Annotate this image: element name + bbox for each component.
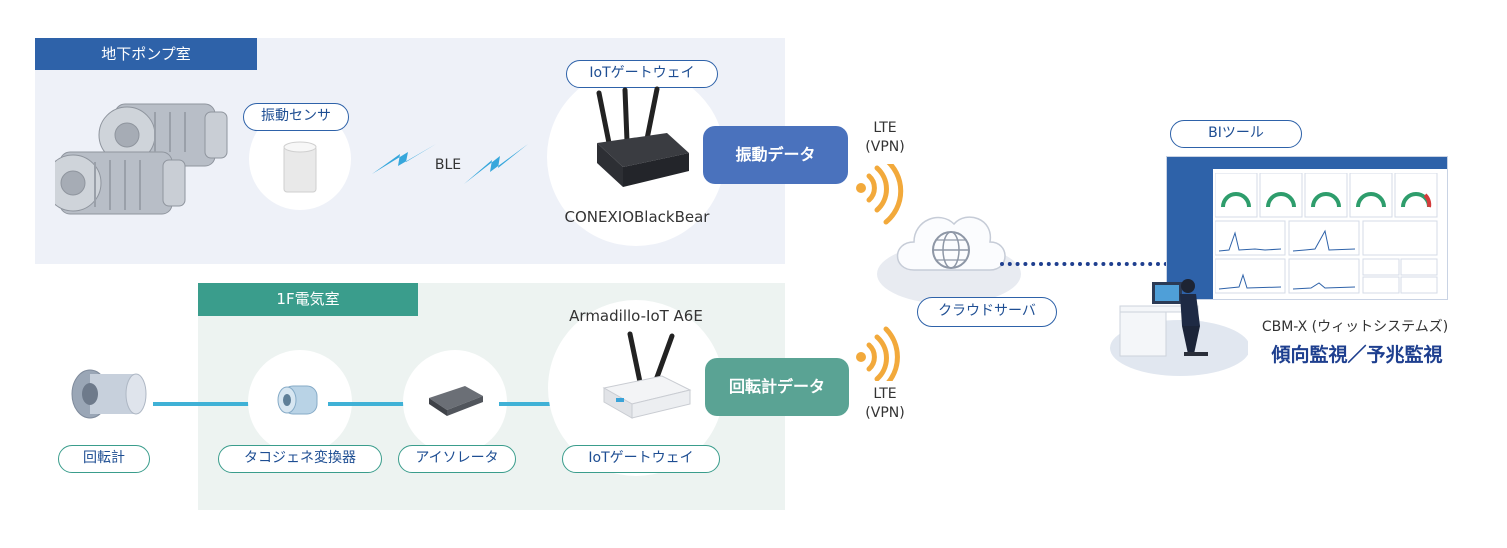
isolator-icon xyxy=(425,382,487,418)
dashboard-sidebar xyxy=(1167,157,1213,299)
bi-tool-label: BIツール xyxy=(1170,120,1302,148)
lte-top-vpn-label: (VPN) xyxy=(865,139,905,155)
tachometer-label: 回転計 xyxy=(58,445,150,473)
electrical-room-title: 1F電気室 xyxy=(198,283,418,316)
dashboard-topbar xyxy=(1213,157,1447,169)
cloud-server-icon xyxy=(874,192,1024,312)
armadillo-label: Armadillo-IoT A6E xyxy=(569,307,703,325)
trend-monitoring-label: 傾向監視／予兆監視 xyxy=(1271,344,1443,366)
signal-icon-top xyxy=(852,164,910,230)
tacho-converter-icon xyxy=(275,378,325,422)
dotted-link xyxy=(1000,262,1168,266)
flow-arrow-1 xyxy=(153,402,251,406)
lte-bottom-label: LTE xyxy=(873,386,897,402)
basement-pump-room-title: 地下ポンプ室 xyxy=(35,38,257,70)
ble-label: BLE xyxy=(434,157,462,173)
dashboard-gauges xyxy=(1215,173,1447,297)
motor-illustration xyxy=(55,92,235,232)
flow-arrow-3 xyxy=(499,402,577,406)
operator-illustration xyxy=(1098,264,1248,380)
flow-arrow-2 xyxy=(328,402,406,406)
router-icon xyxy=(585,85,695,195)
lte-bottom-vpn-label: (VPN) xyxy=(865,405,905,421)
tacho-converter-label: タコジェネ変換器 xyxy=(218,445,382,473)
cbm-x-label: CBM-X (ウィットシステムズ) xyxy=(1261,319,1449,335)
iot-gateway-bottom-label: IoTゲートウェイ xyxy=(562,445,720,473)
vibration-sensor-icon xyxy=(282,140,318,196)
iot-gateway-top-label: IoTゲートウェイ xyxy=(566,60,718,88)
lte-top-label: LTE xyxy=(873,120,897,136)
ble-wave-icon-right xyxy=(462,140,532,188)
dashboard-screenshot xyxy=(1166,156,1448,300)
rotation-data-tag: 回転計データ xyxy=(705,358,849,416)
vibration-sensor-label: 振動センサ xyxy=(243,103,349,131)
signal-icon-bottom xyxy=(852,315,910,381)
isolator-label: アイソレータ xyxy=(398,445,516,473)
vibration-data-tag: 振動データ xyxy=(703,126,848,184)
blackbear-label: CONEXIOBlackBear xyxy=(564,208,710,226)
cloud-server-label: クラウドサーバ xyxy=(917,297,1057,327)
ble-wave-icon-left xyxy=(370,140,440,178)
armadillo-router-icon xyxy=(596,330,696,422)
tachometer-icon xyxy=(68,362,148,426)
